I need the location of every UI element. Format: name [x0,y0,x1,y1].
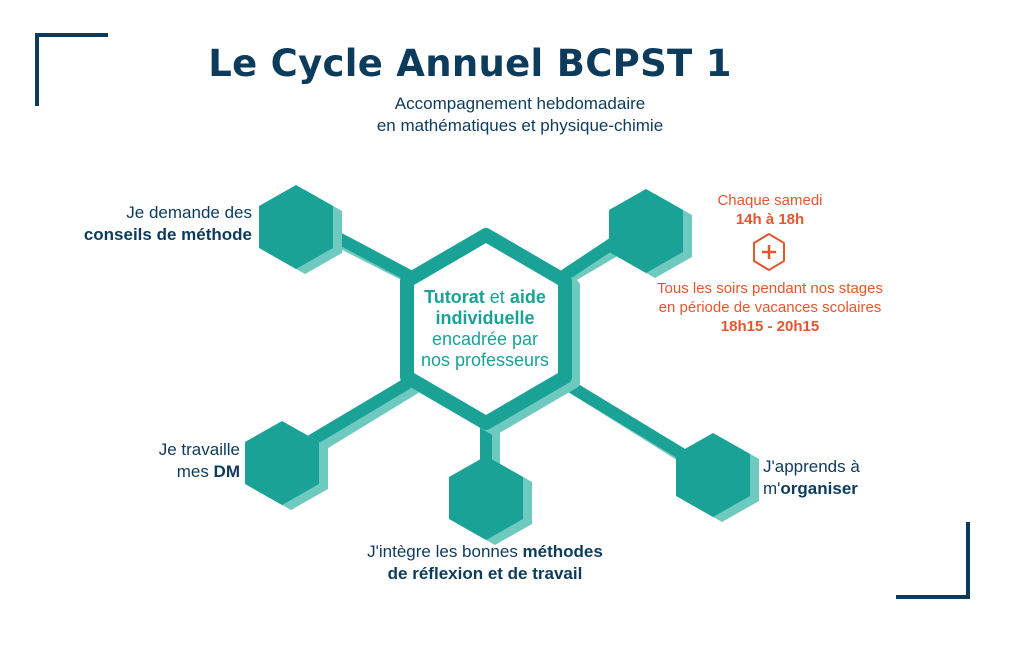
center-line-3: encadrée par [431,329,539,349]
hexagon-node-reflexion [449,456,532,545]
hexagon-node-schedule [609,189,692,278]
schedule-evenings: Tous les soirs pendant nos stages en pér… [610,279,930,336]
subtitle-line-1: Accompagnement hebdomadaire [394,94,646,113]
evenings-line-2: en période de vacances scolaires [658,299,882,316]
central-hexagon [400,228,580,435]
subtitle-line-2: en mathématiques et physique-chimie [376,116,664,135]
label-conseils-methode: Je demande des conseils de méthode [83,203,252,244]
page-title: Le Cycle Annuel BCPST 1 [208,42,732,85]
saturday-time: 14h à 18h [735,211,805,228]
evenings-time: 18h15 - 20h15 [720,318,820,335]
plus-icon [753,233,785,271]
label-methodes-reflexion: J'intègre les bonnes méthodes de réflexi… [367,542,603,583]
hexagon-node-dm [245,421,328,510]
bottom-right-corner-bracket [896,522,970,599]
center-word-individuelle: individuelle [435,308,535,328]
top-left-corner-bracket [35,33,108,106]
center-line-4: nos professeurs [420,350,550,370]
center-word-tutorat: Tutorat [424,287,485,307]
saturday-label: Chaque samedi [717,192,823,209]
label-organiser: J'apprends à m'organiser [763,457,860,498]
center-word-aide: aide [509,287,546,307]
central-hexagon-text: Tutorat et aide individuelle encadrée pa… [395,287,575,371]
center-word-et: et [484,287,510,307]
hexagon-node-methode [259,185,342,274]
page-subtitle: Accompagnement hebdomadaire en mathémati… [290,93,750,137]
evenings-line-1: Tous les soirs pendant nos stages [657,280,883,297]
hexagon-node-organiser [676,433,759,522]
label-travail-dm: Je travaille mes DM [158,440,240,481]
schedule-saturday: Chaque samedi 14h à 18h [610,191,930,229]
